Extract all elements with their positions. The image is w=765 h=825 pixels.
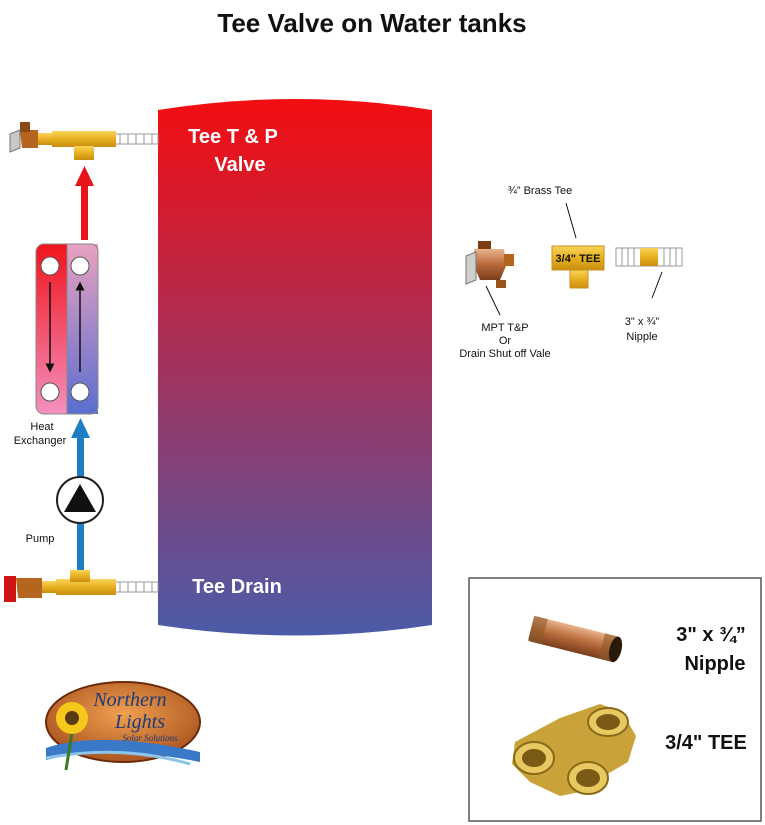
nipple-label-line2: Nipple <box>626 331 657 343</box>
valve-label-line3: Drain Shut off Vale <box>459 348 550 360</box>
logo-line1: Northern <box>92 689 166 711</box>
hot-supply-pipe <box>75 166 94 240</box>
water-tank <box>158 99 432 636</box>
tank-top-label-line2: Valve <box>214 154 265 176</box>
pump-label: Pump <box>26 533 55 545</box>
inset-nipple-label-line1: 3" x ¾” <box>676 624 746 646</box>
parts-inset <box>468 577 762 822</box>
logo-tagline: Solar Solutions <box>122 733 178 743</box>
inset-nipple-label-line2: Nipple <box>684 653 745 675</box>
valve-label-line1: MPT T&P <box>481 322 528 334</box>
pump <box>56 476 104 524</box>
valve-part <box>465 241 514 288</box>
diagram-title: Tee Valve on Water tanks <box>217 8 526 38</box>
nipple-label-line1: 3" x ¾” <box>625 316 660 328</box>
tee-photo <box>512 704 636 796</box>
heat-exchanger-label-line2: Exchanger <box>14 435 67 447</box>
valve-label-line2: Or <box>499 335 512 347</box>
top-tee-assembly <box>9 122 159 160</box>
logo-line2: Lights <box>114 711 165 733</box>
sunflower-icon <box>56 702 88 734</box>
heat-exchanger-label-line1: Heat <box>30 421 53 433</box>
tank-top-label-line1: Tee T & P <box>188 126 278 148</box>
nipple-part <box>615 247 683 267</box>
inset-tee-label: 3/4" TEE <box>665 732 747 754</box>
bottom-tee-assembly <box>4 570 159 602</box>
cold-return-pipe <box>71 418 90 576</box>
northern-lights-logo <box>45 681 201 771</box>
valve-leader <box>485 285 501 316</box>
nipple-leader <box>651 271 663 299</box>
heat-exchanger <box>35 243 99 415</box>
brass-tee-label: ¾” Brass Tee <box>508 185 573 197</box>
tank-bottom-label: Tee Drain <box>192 576 282 598</box>
tee-part-label: 3/4" TEE <box>556 253 601 265</box>
nipple-photo <box>524 606 624 670</box>
brass-tee-leader <box>565 202 577 239</box>
tee-part <box>551 245 605 289</box>
